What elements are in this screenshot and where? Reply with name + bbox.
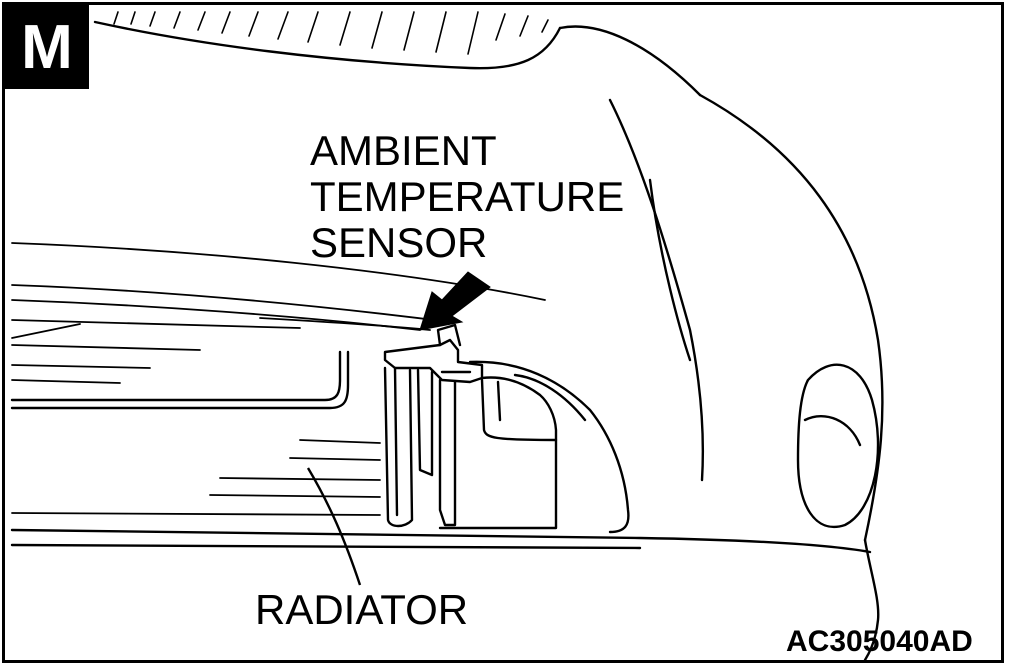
hood-edge xyxy=(95,22,560,68)
hood-hatching xyxy=(114,12,548,54)
figure-code: AC305040AD xyxy=(786,625,973,658)
sensor-housing xyxy=(440,378,556,528)
bumper-lower-edge xyxy=(12,530,870,552)
radiator-fins xyxy=(12,243,545,515)
support-post-left xyxy=(385,368,412,526)
bumper-inner-curve xyxy=(610,100,703,480)
radiator-panel xyxy=(12,352,348,408)
section-badge: M xyxy=(5,5,89,89)
sensor-label-line2: TEMPERATURE xyxy=(310,173,625,220)
support-post-right xyxy=(440,380,455,525)
sensor-arrow xyxy=(420,272,490,330)
radiator-label: RADIATOR xyxy=(255,586,469,633)
radiator-leader-line xyxy=(308,468,360,585)
fog-light-outer xyxy=(798,365,878,527)
fog-light-inner xyxy=(805,416,860,445)
bumper-inner-curve-2 xyxy=(650,180,690,360)
fender-contour xyxy=(700,95,882,540)
sensor-label-line1: AMBIENT xyxy=(310,127,497,174)
sensor-label-line3: SENSOR xyxy=(310,219,488,266)
fender-lower xyxy=(865,540,878,660)
support-post-middle xyxy=(418,370,432,475)
bumper-opening-edge xyxy=(470,362,628,532)
windshield-edge xyxy=(560,27,700,95)
